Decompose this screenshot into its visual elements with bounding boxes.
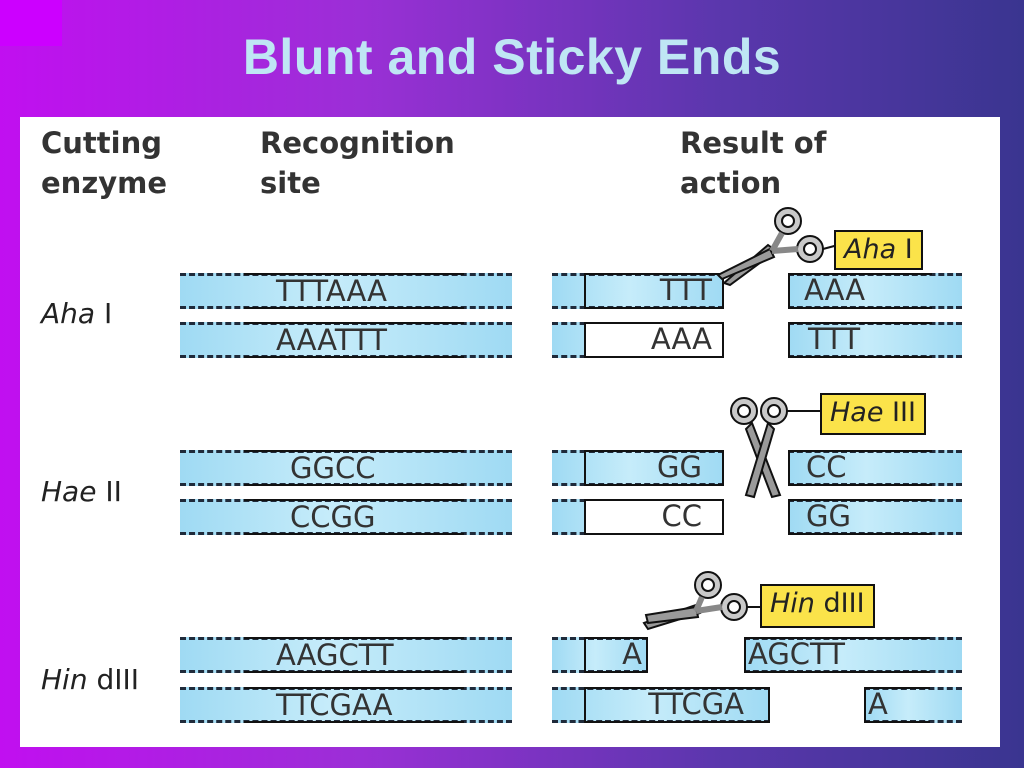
fragment-right-top: AAA <box>788 273 962 309</box>
fragment-left-bottom: CC <box>552 499 724 535</box>
fragment-left-top: A <box>552 637 648 673</box>
fragment-left-top: TTT <box>552 273 724 309</box>
site-sequence: TTCGAA <box>244 687 464 723</box>
enzyme-label-aha-i: Aha I <box>834 230 923 270</box>
fragment-right-bottom: GG <box>788 499 962 535</box>
site-bottom-strand: CCGG <box>180 499 512 535</box>
site-top-strand: GGCC <box>180 450 512 486</box>
fragment-left-bottom: AAA <box>552 322 724 358</box>
fragment-right-top: CC <box>788 450 962 486</box>
site-bottom-strand: AAATTT <box>180 322 512 358</box>
scissors-icon <box>716 207 839 287</box>
enzyme-label-hin-diii: Hin dIII <box>760 584 875 628</box>
enzyme-name-aha-i: Aha I <box>41 297 113 330</box>
header-recognition-site: Recognition site <box>260 126 455 200</box>
site-sequence: TTTAAA <box>244 273 464 309</box>
corner-accent <box>0 0 62 46</box>
site-top-strand: AAGCTT <box>180 637 512 673</box>
diagram-panel: Cutting enzyme Recognition site Result o… <box>20 117 1000 747</box>
site-sequence: CCGG <box>244 499 464 535</box>
site-sequence: GGCC <box>244 450 464 486</box>
enzyme-name-hae-ii: Hae II <box>41 475 122 508</box>
scissors-icon <box>730 397 820 499</box>
fragment-left-top: GG <box>552 450 724 486</box>
enzyme-name-hin-diii: Hin dIII <box>41 663 140 696</box>
fragment-right-bottom: A <box>864 687 962 723</box>
enzyme-label-hae-iii: Hae III <box>820 393 926 435</box>
fragment-right-top: AGCTT <box>744 637 962 673</box>
scissors-icon <box>642 571 762 631</box>
site-bottom-strand: TTCGAA <box>180 687 512 723</box>
site-top-strand: TTTAAA <box>180 273 512 309</box>
fragment-right-bottom: TTT <box>788 322 962 358</box>
site-sequence: AAGCTT <box>244 637 464 673</box>
slide-title: Blunt and Sticky Ends <box>242 29 782 85</box>
site-sequence: AAATTT <box>244 322 464 358</box>
header-result-of-action: Result of action <box>680 126 827 200</box>
fragment-left-bottom: TTCGA <box>552 687 770 723</box>
header-cutting-enzyme: Cutting enzyme <box>41 126 167 200</box>
